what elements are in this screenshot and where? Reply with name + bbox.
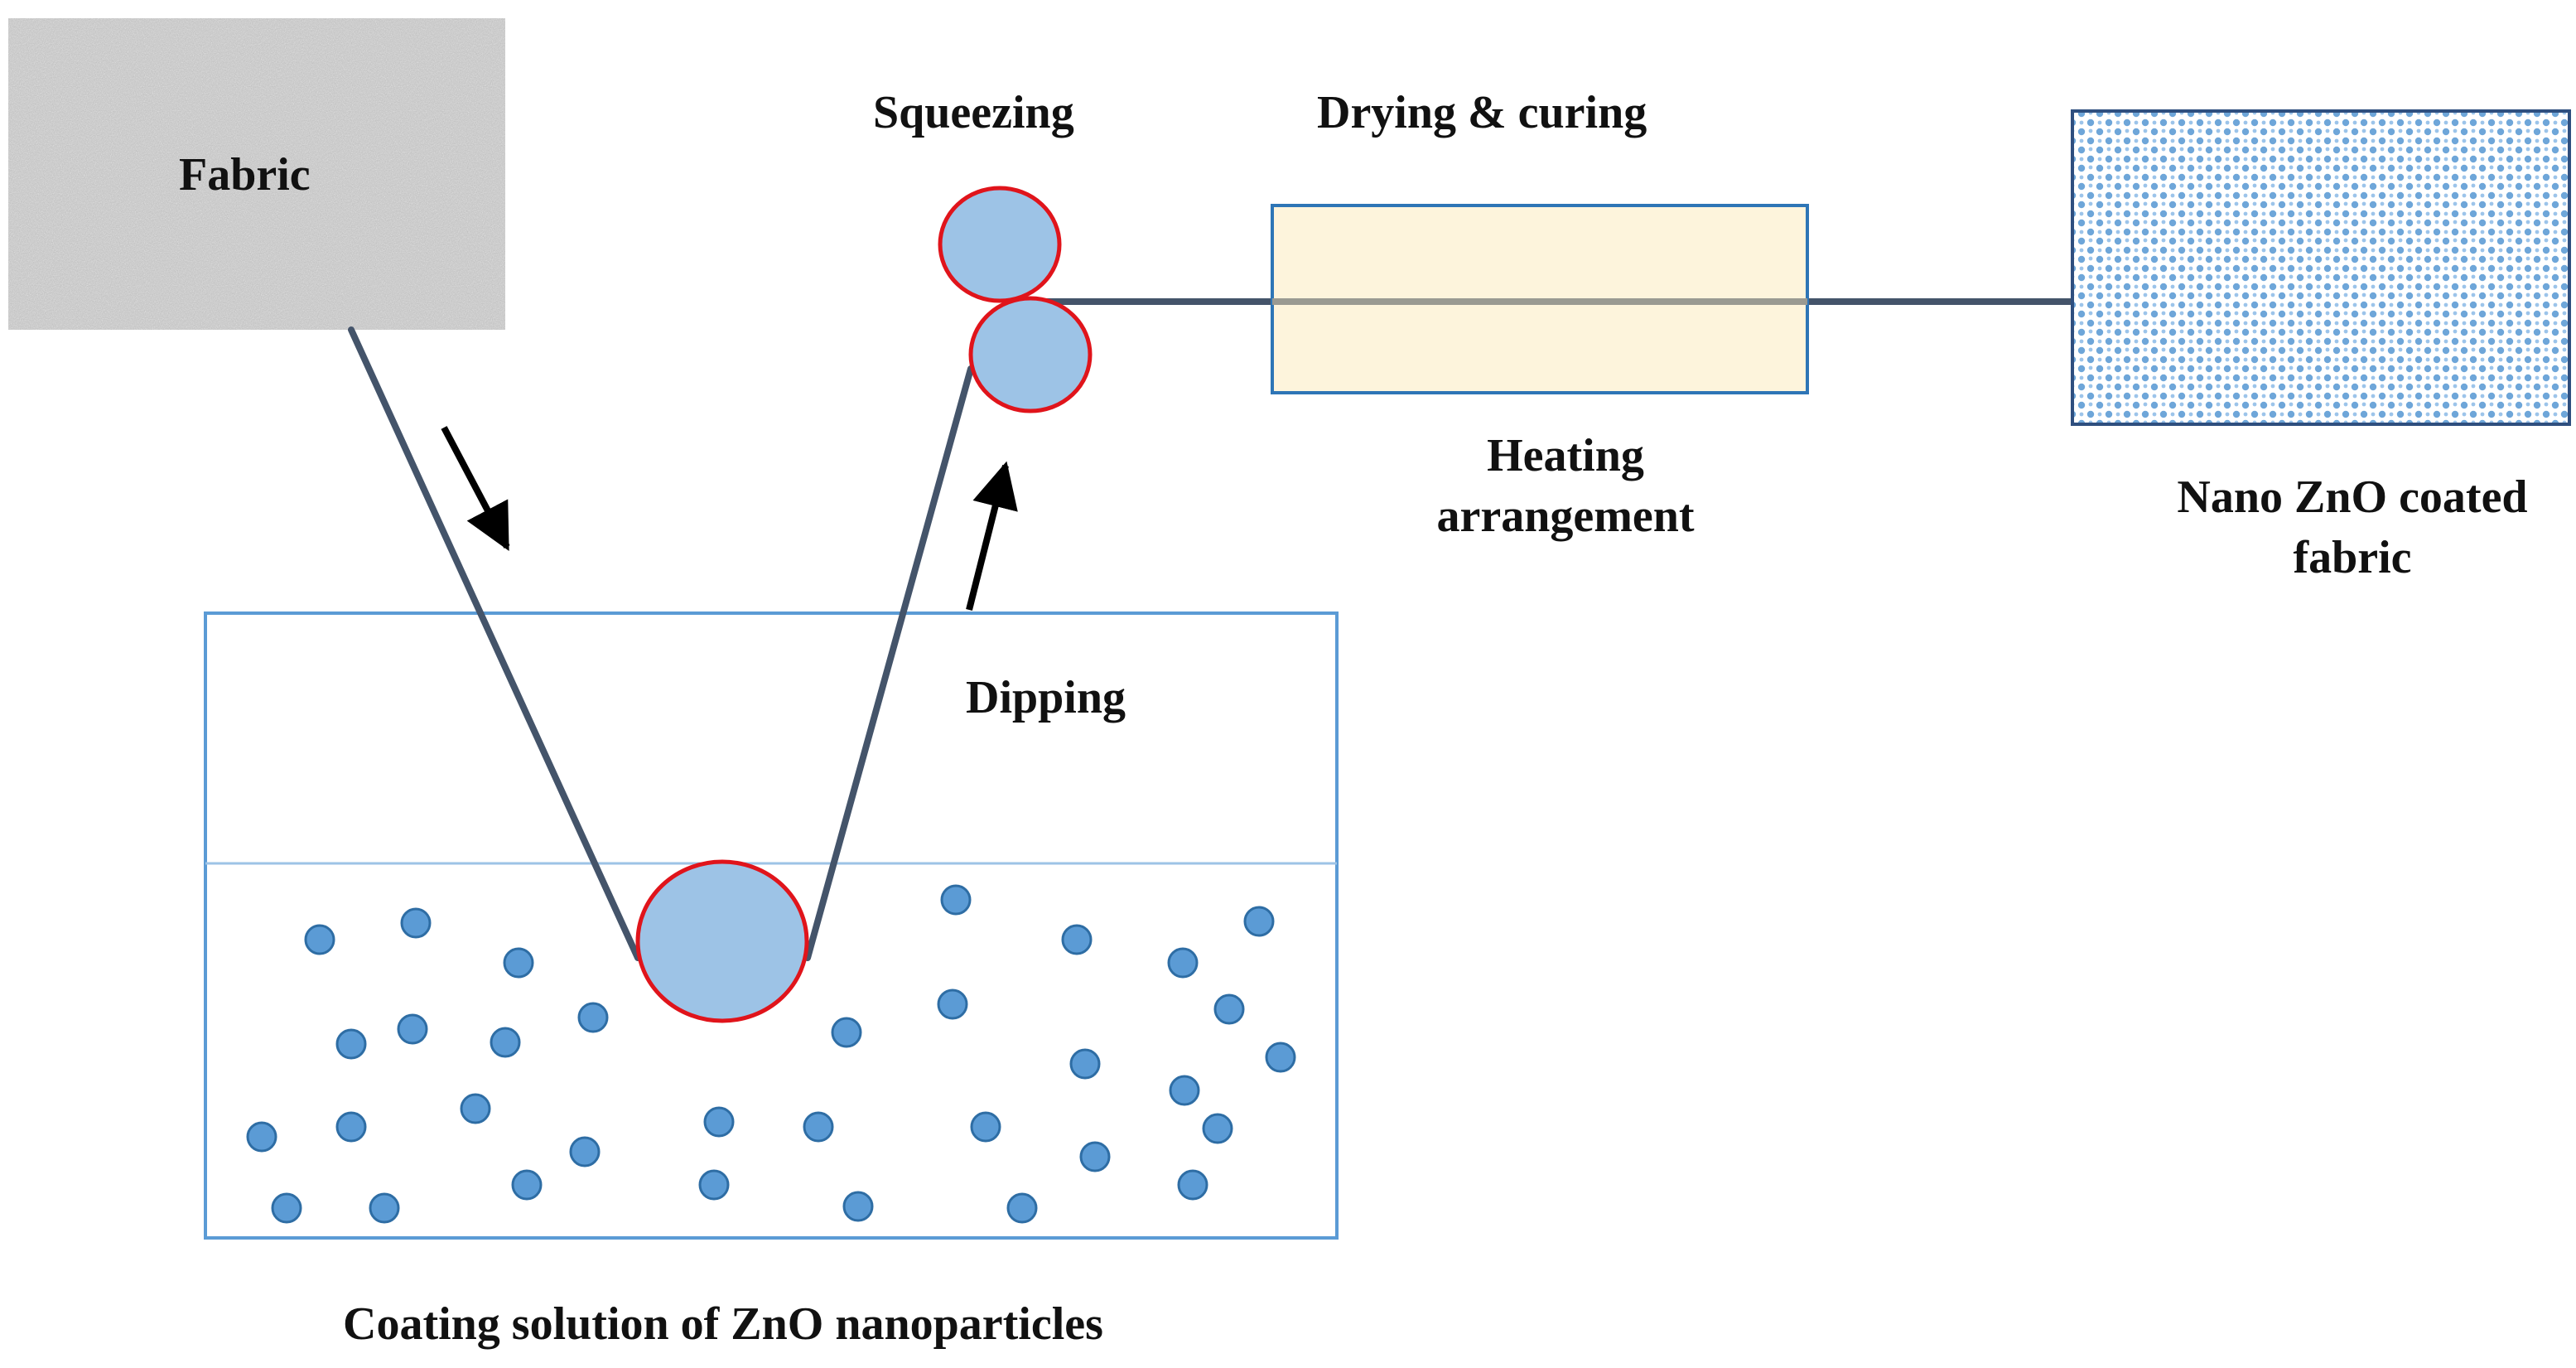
nanoparticle — [271, 1192, 302, 1224]
nanoparticle — [460, 1093, 491, 1124]
coated-label-line1: Nano ZnO coated — [2177, 471, 2528, 523]
nanoparticle — [1202, 1113, 1233, 1144]
squeezing-label: Squeezing — [873, 87, 1074, 138]
heating-arrangement-label: Heating arrangement — [1392, 426, 1739, 547]
dipping-label: Dipping — [966, 672, 1126, 723]
upper-squeeze-roller — [938, 186, 1062, 303]
fabric-label: Fabric — [179, 149, 311, 201]
coating-solution-label: Coating solution of ZnO nanoparticles — [343, 1298, 1103, 1350]
nanoparticle — [304, 924, 335, 955]
nanoparticle — [400, 907, 432, 939]
nanoparticle — [698, 1169, 730, 1201]
nanoparticle — [1061, 924, 1093, 955]
nanoparticle — [803, 1111, 834, 1143]
nanoparticle — [335, 1111, 367, 1143]
up-arrow-icon — [966, 461, 1018, 611]
drying-curing-label: Drying & curing — [1317, 87, 1647, 138]
nanoparticle — [511, 1169, 543, 1201]
nanoparticle — [397, 1013, 428, 1045]
fabric-path — [348, 298, 2076, 961]
nanoparticle — [577, 1002, 609, 1033]
nanoparticle — [940, 884, 972, 916]
nanoparticle — [246, 1121, 277, 1153]
nanoparticle — [937, 989, 968, 1020]
heating-label-line2: arrangement — [1436, 490, 1695, 542]
nanoparticles — [246, 884, 1296, 1224]
nanoparticle — [1006, 1192, 1038, 1224]
coated-fabric-swatch — [2071, 109, 2571, 426]
nanoparticle — [569, 1136, 601, 1167]
nanoparticle — [490, 1027, 521, 1058]
heating-label-line1: Heating — [1487, 430, 1644, 481]
nanoparticle — [1169, 1075, 1200, 1106]
nanoparticle — [970, 1111, 1001, 1143]
nanoparticle — [1167, 947, 1199, 979]
coated-fabric-label: Nano ZnO coated fabric — [2120, 467, 2576, 588]
nanoparticle — [1177, 1169, 1208, 1201]
nanoparticle — [1069, 1048, 1101, 1080]
squeeze-rollers — [938, 186, 1093, 413]
nanoparticle — [335, 1028, 367, 1060]
nanoparticle — [831, 1017, 862, 1048]
lower-squeeze-roller — [968, 296, 1093, 413]
fabric-swatch — [8, 18, 505, 330]
nanoparticle — [1079, 1141, 1111, 1172]
fabric-path-down — [348, 326, 641, 961]
nanoparticle — [842, 1191, 874, 1222]
nanoparticle — [703, 1106, 735, 1138]
down-arrow-icon — [441, 426, 510, 551]
nanoparticle — [1265, 1042, 1296, 1073]
coated-label-line2: fabric — [2293, 531, 2412, 583]
nanoparticle — [503, 947, 534, 979]
nanoparticle — [1213, 993, 1245, 1025]
dipping-roller — [635, 859, 809, 1023]
nanoparticle — [369, 1192, 400, 1224]
fabric-path-up — [804, 365, 974, 961]
nanoparticle — [1243, 906, 1275, 937]
